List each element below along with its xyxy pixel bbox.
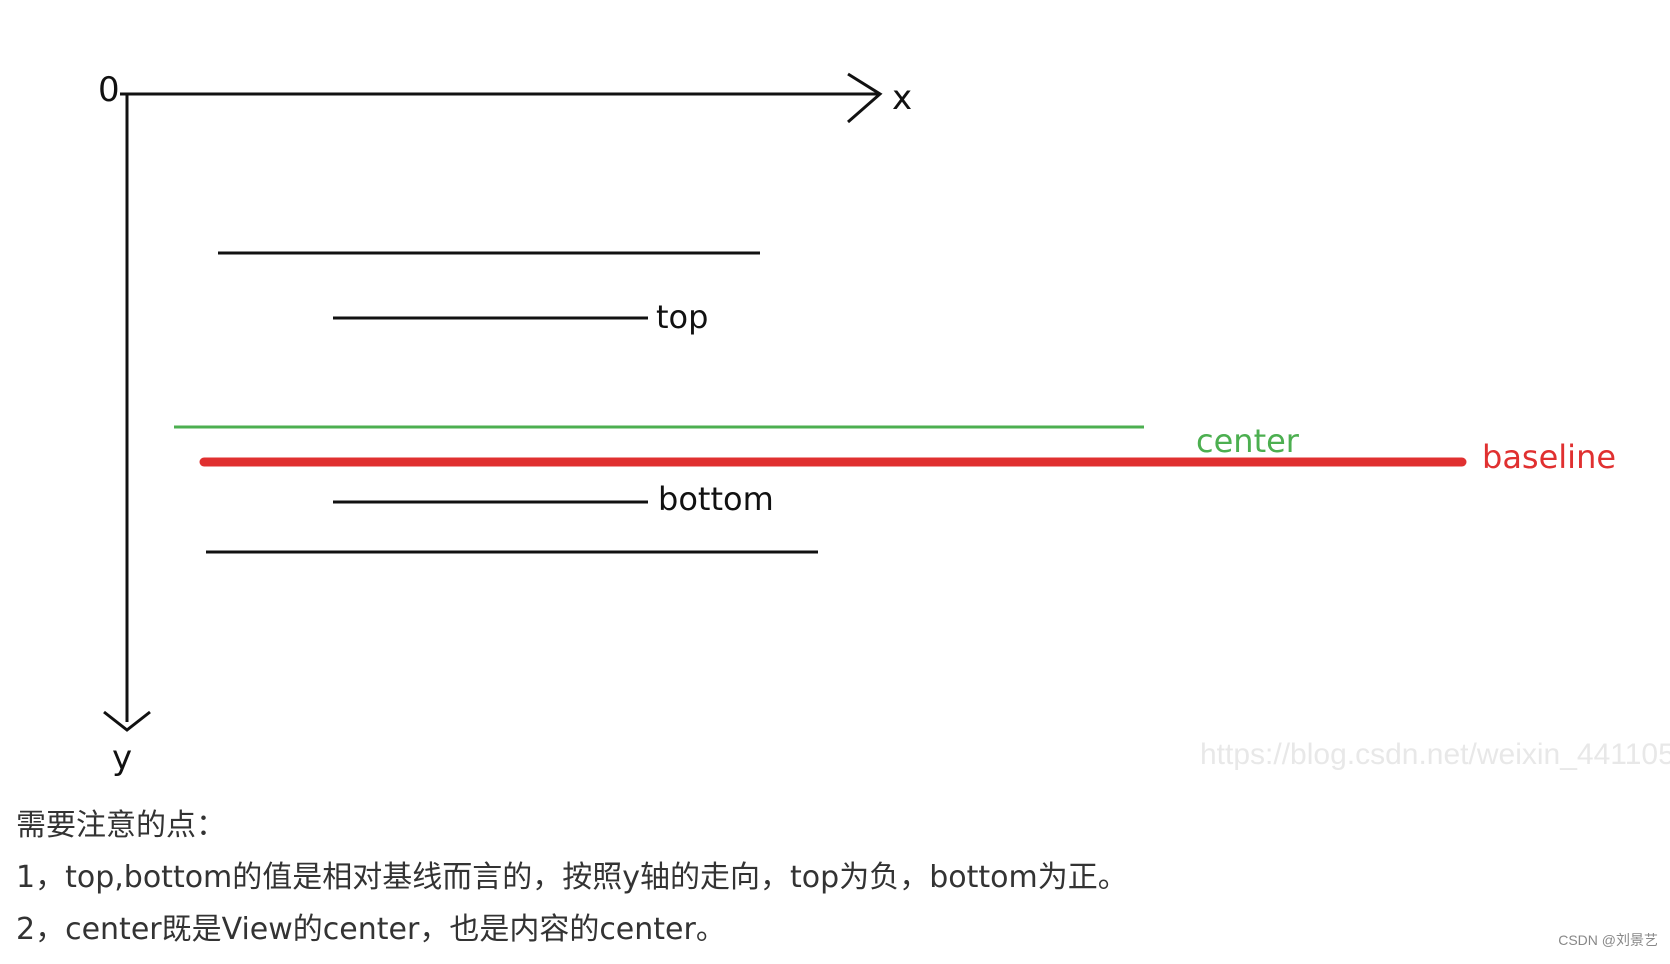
x-axis-label: x xyxy=(892,78,913,118)
credit: CSDN @刘景艺 xyxy=(1558,932,1658,948)
watermark: https://blog.csdn.net/weixin_441105 xyxy=(1200,738,1670,771)
baseline-label: baseline xyxy=(1482,438,1617,476)
notes-item-2: 2，center既是View的center，也是内容的center。 xyxy=(16,912,726,947)
y-axis-label: y xyxy=(112,738,133,778)
x-axis-arrowhead xyxy=(847,72,883,124)
notes: 需要注意的点： 1，top,bottom的值是相对基线而言的，按照y轴的走向，t… xyxy=(16,800,1128,956)
top-label: top xyxy=(656,298,709,336)
center-label: center xyxy=(1196,422,1299,460)
diagram: 0 x y top center baseline bottom https:/… xyxy=(98,70,1670,778)
y-axis-arrowhead xyxy=(103,710,151,732)
bottom-label: bottom xyxy=(658,480,774,518)
notes-heading: 需要注意的点： xyxy=(16,808,226,843)
notes-item-1: 1，top,bottom的值是相对基线而言的，按照y轴的走向，top为负，bot… xyxy=(16,860,1128,895)
origin-label: 0 xyxy=(98,70,120,110)
diagram-canvas xyxy=(103,72,1467,732)
